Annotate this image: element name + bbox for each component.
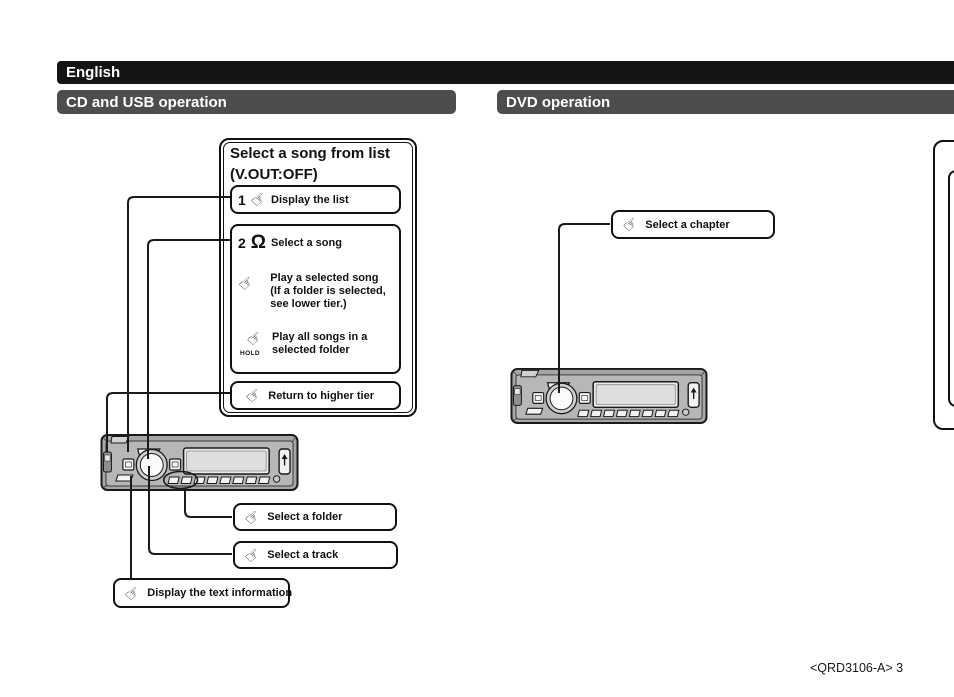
footer-page-code: <QRD3106-A> 3 [810, 661, 904, 675]
press-button-icon: ☞ [246, 187, 271, 212]
right-knob-button [169, 458, 182, 471]
step2-label: Select a song [271, 236, 342, 249]
preset-buttons [577, 409, 680, 418]
press-button-icon: ☞ [120, 580, 145, 606]
right-knob-button [578, 391, 591, 404]
language-bar: English [57, 61, 954, 84]
step-number-1: 1 [238, 191, 246, 208]
step-return-to-higher-tier: ☞ Return to higher tier [230, 381, 401, 410]
play-all-songs-row: ☞ HOLD Play all songs in a selected fold… [240, 326, 368, 357]
panel-title-line1: Select a song from list [230, 145, 391, 162]
song-list-panel-title: Select a song from list (V.OUT:OFF) [230, 143, 390, 185]
step-number-2: 2 [238, 234, 246, 251]
return-tier-label: Return to higher tier [268, 389, 374, 402]
line-display-list [127, 196, 231, 452]
hold-label: HOLD [240, 350, 261, 357]
select-song-row: 2 Ω Select a song [238, 233, 342, 252]
callout-select-track: ☞ Select a track [233, 541, 398, 569]
line-select-folder [184, 489, 232, 518]
press-button-icon: ☞ [240, 504, 265, 530]
clipped-panel-inner-frame [948, 170, 954, 407]
eject-button [110, 436, 130, 444]
rotary-knob [139, 453, 164, 477]
callout-select-folder: ☞ Select a folder [233, 503, 397, 531]
callout-track-label: Select a track [267, 549, 339, 561]
band-button [115, 474, 134, 482]
callout-folder-label: Select a folder [267, 511, 343, 523]
left-knob-button [122, 458, 135, 471]
press-button-icon: ☞ [618, 212, 643, 237]
section-title-dvd: DVD operation [506, 93, 611, 111]
callout-text-info-label: Display the text information [147, 587, 293, 599]
callout-display-text-information: ☞ Display the text information [113, 578, 293, 608]
band-button [525, 407, 544, 415]
language-label: English [66, 64, 121, 81]
section-header-cd-usb: CD and USB operation [57, 90, 456, 114]
eject-button [520, 369, 540, 378]
section-header-dvd: DVD operation [497, 90, 954, 114]
press-button-icon: ☞ [241, 383, 266, 408]
clipped-panel-outer-frame [933, 140, 954, 430]
aux-jack [682, 408, 690, 416]
press-button-icon: ☞ [234, 271, 259, 296]
step1-label: Display the list [271, 193, 349, 206]
play-selected-song-row: ☞ Play a selected song (If a folder is s… [234, 271, 386, 311]
rotary-knob [549, 386, 574, 411]
aux-jack [272, 475, 281, 483]
step-display-the-list: 1 ☞ Display the list [230, 185, 401, 214]
left-knob-button [532, 391, 545, 404]
song-list-panel: Select a song from list (V.OUT:OFF) 1 ☞ … [219, 138, 417, 417]
play-all-songs-text: Play all songs in a selected folder [272, 330, 368, 356]
press-button-icon: ☞ [240, 542, 265, 568]
callout-select-chapter: ☞ Select a chapter [611, 210, 775, 239]
step-select-a-song: 2 Ω Select a song ☞ Play a selected song… [230, 224, 401, 374]
rotate-knob-icon: Ω [250, 232, 267, 253]
section-title-cd-usb: CD and USB operation [66, 93, 227, 111]
dvd-head-unit-illustration [510, 367, 708, 425]
cd-head-unit-illustration [100, 434, 299, 491]
panel-title-line2: (V.OUT:OFF) [230, 166, 318, 183]
press-and-hold-icon: ☞ HOLD [240, 326, 267, 357]
play-selected-song-text: Play a selected song (If a folder is sel… [270, 272, 386, 310]
callout-chapter-label: Select a chapter [645, 218, 730, 231]
